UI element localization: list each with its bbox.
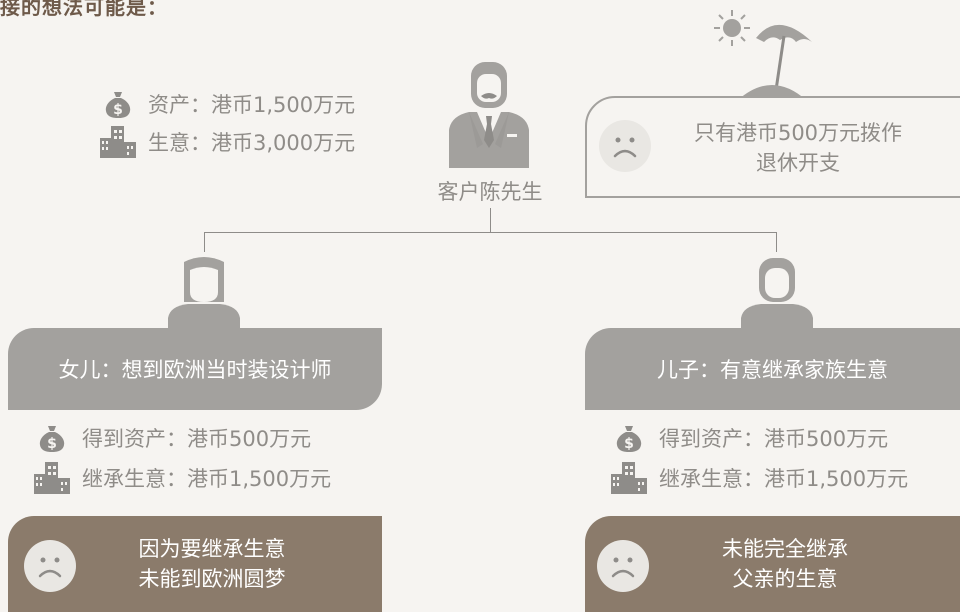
sad-face-icon [597,540,649,600]
daughter-outcome-line2: 未能到欧洲圆梦 [138,567,286,591]
son-outcome: 未能完全继承 父亲的生意 [585,516,960,612]
connector-line [204,232,205,252]
building-icon [34,462,70,494]
son-asset-cash-label: 得到资产：港币500万元 [659,427,889,451]
connector-line [490,208,491,232]
son-avatar [739,256,815,334]
retirement-note: 只有港币500万元拨作 退休开支 [585,96,960,198]
client-asset-business: 生意：港币3,000万元 [100,126,355,158]
sad-face-icon [599,120,651,176]
client-name: 客户陈先生 [437,180,543,204]
money-bag-icon [611,422,647,454]
daughter-asset-cash-label: 得到资产：港币500万元 [82,427,312,451]
client-asset-cash-label: 资产：港币1,500万元 [148,93,356,117]
client-avatar [447,60,531,174]
daughter-assets: 得到资产：港币500万元 继承生意：港币1,500万元 [34,422,331,494]
client-assets: 资产：港币1,500万元 生意：港币3,000万元 [100,88,355,158]
retirement-note-line1: 只有港币500万元拨作 [693,121,903,145]
daughter-avatar [166,256,242,334]
building-icon [611,462,647,494]
connector-line [204,232,777,233]
son-outcome-line1: 未能完全继承 [722,537,848,561]
daughter-title: 女儿：想到欧洲当时装设计师 [8,328,382,410]
connector-line [776,232,777,252]
son-outcome-line2: 父亲的生意 [732,567,838,591]
page-heading: 接的想法可能是： [0,0,168,19]
son-asset-business: 继承生意：港币1,500万元 [611,462,908,494]
building-icon [100,126,136,158]
client-asset-cash: 资产：港币1,500万元 [100,88,355,120]
son-asset-cash: 得到资产：港币500万元 [611,422,908,454]
money-bag-icon [34,422,70,454]
daughter-outcome: 因为要继承生意 未能到欧洲圆梦 [8,516,382,612]
son-title: 儿子：有意继承家族生意 [585,328,960,410]
daughter-outcome-line1: 因为要继承生意 [138,537,286,561]
daughter-asset-business-label: 继承生意：港币1,500万元 [82,467,332,491]
son-asset-business-label: 继承生意：港币1,500万元 [659,467,909,491]
sad-face-icon [24,540,76,600]
money-bag-icon [100,88,136,120]
son-assets: 得到资产：港币500万元 继承生意：港币1,500万元 [611,422,908,494]
daughter-asset-cash: 得到资产：港币500万元 [34,422,331,454]
client-asset-business-label: 生意：港币3,000万元 [148,131,356,155]
daughter-asset-business: 继承生意：港币1,500万元 [34,462,331,494]
retirement-note-line2: 退休开支 [756,151,840,175]
beach-umbrella-icon [708,8,820,104]
